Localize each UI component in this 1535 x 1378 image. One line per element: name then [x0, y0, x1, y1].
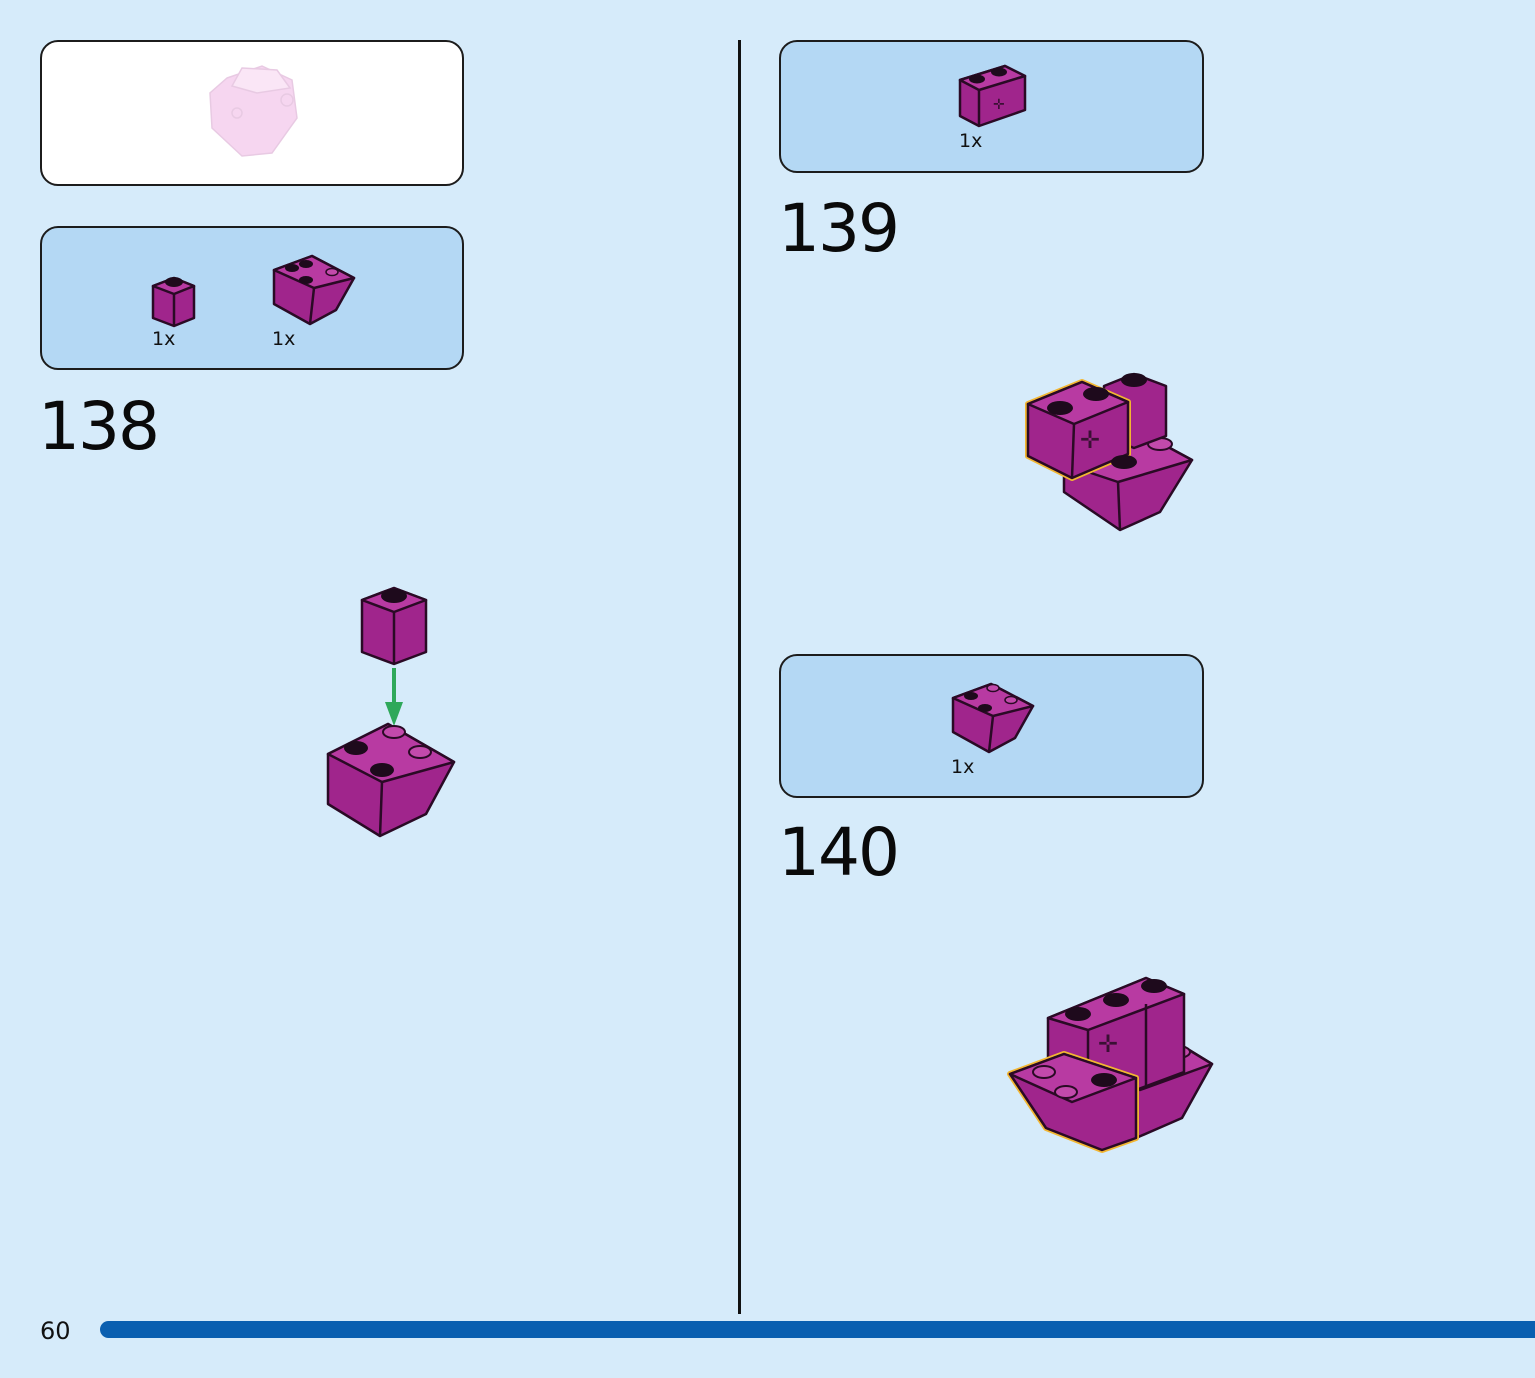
parts-list-step-139: ✛ 1x	[779, 40, 1204, 173]
part-quantity: 1x	[152, 328, 176, 350]
brick-1x1-magenta-icon	[151, 276, 196, 328]
slope-inverted-2x2-magenta-icon	[272, 254, 356, 326]
parts-list-step-138: 1x 1x	[40, 226, 464, 370]
part-quantity: 1x	[959, 130, 983, 152]
parts-list-step-140: 1x	[779, 654, 1204, 798]
part-quantity: 1x	[272, 328, 296, 350]
step-138-assembly-illustration	[326, 586, 456, 838]
column-divider	[738, 40, 741, 1314]
completed-submodel-ghost-icon	[209, 65, 298, 157]
submodel-preview-box	[40, 40, 464, 186]
step-number-139: 139	[778, 190, 900, 267]
brick-1x2-axle-hole-magenta-icon: ✛	[958, 64, 1027, 128]
svg-text:✛: ✛	[1098, 1030, 1118, 1058]
step-140-assembly-illustration: ✛	[1007, 976, 1214, 1153]
brick-1x1-magenta-icon	[360, 586, 428, 666]
svg-text:✛: ✛	[993, 97, 1005, 113]
svg-text:✛: ✛	[1080, 426, 1100, 454]
slope-inverted-2x2-magenta-icon	[326, 722, 456, 838]
step-number-138: 138	[38, 388, 160, 465]
placement-arrow-icon	[385, 668, 403, 726]
step-139-assembly-illustration: ✛	[1025, 372, 1194, 532]
step-number-140: 140	[778, 814, 900, 891]
slope-inverted-2x2-magenta-icon	[951, 682, 1035, 754]
page-number: 60	[40, 1317, 71, 1345]
part-quantity: 1x	[951, 756, 975, 778]
progress-bar	[100, 1321, 1535, 1338]
